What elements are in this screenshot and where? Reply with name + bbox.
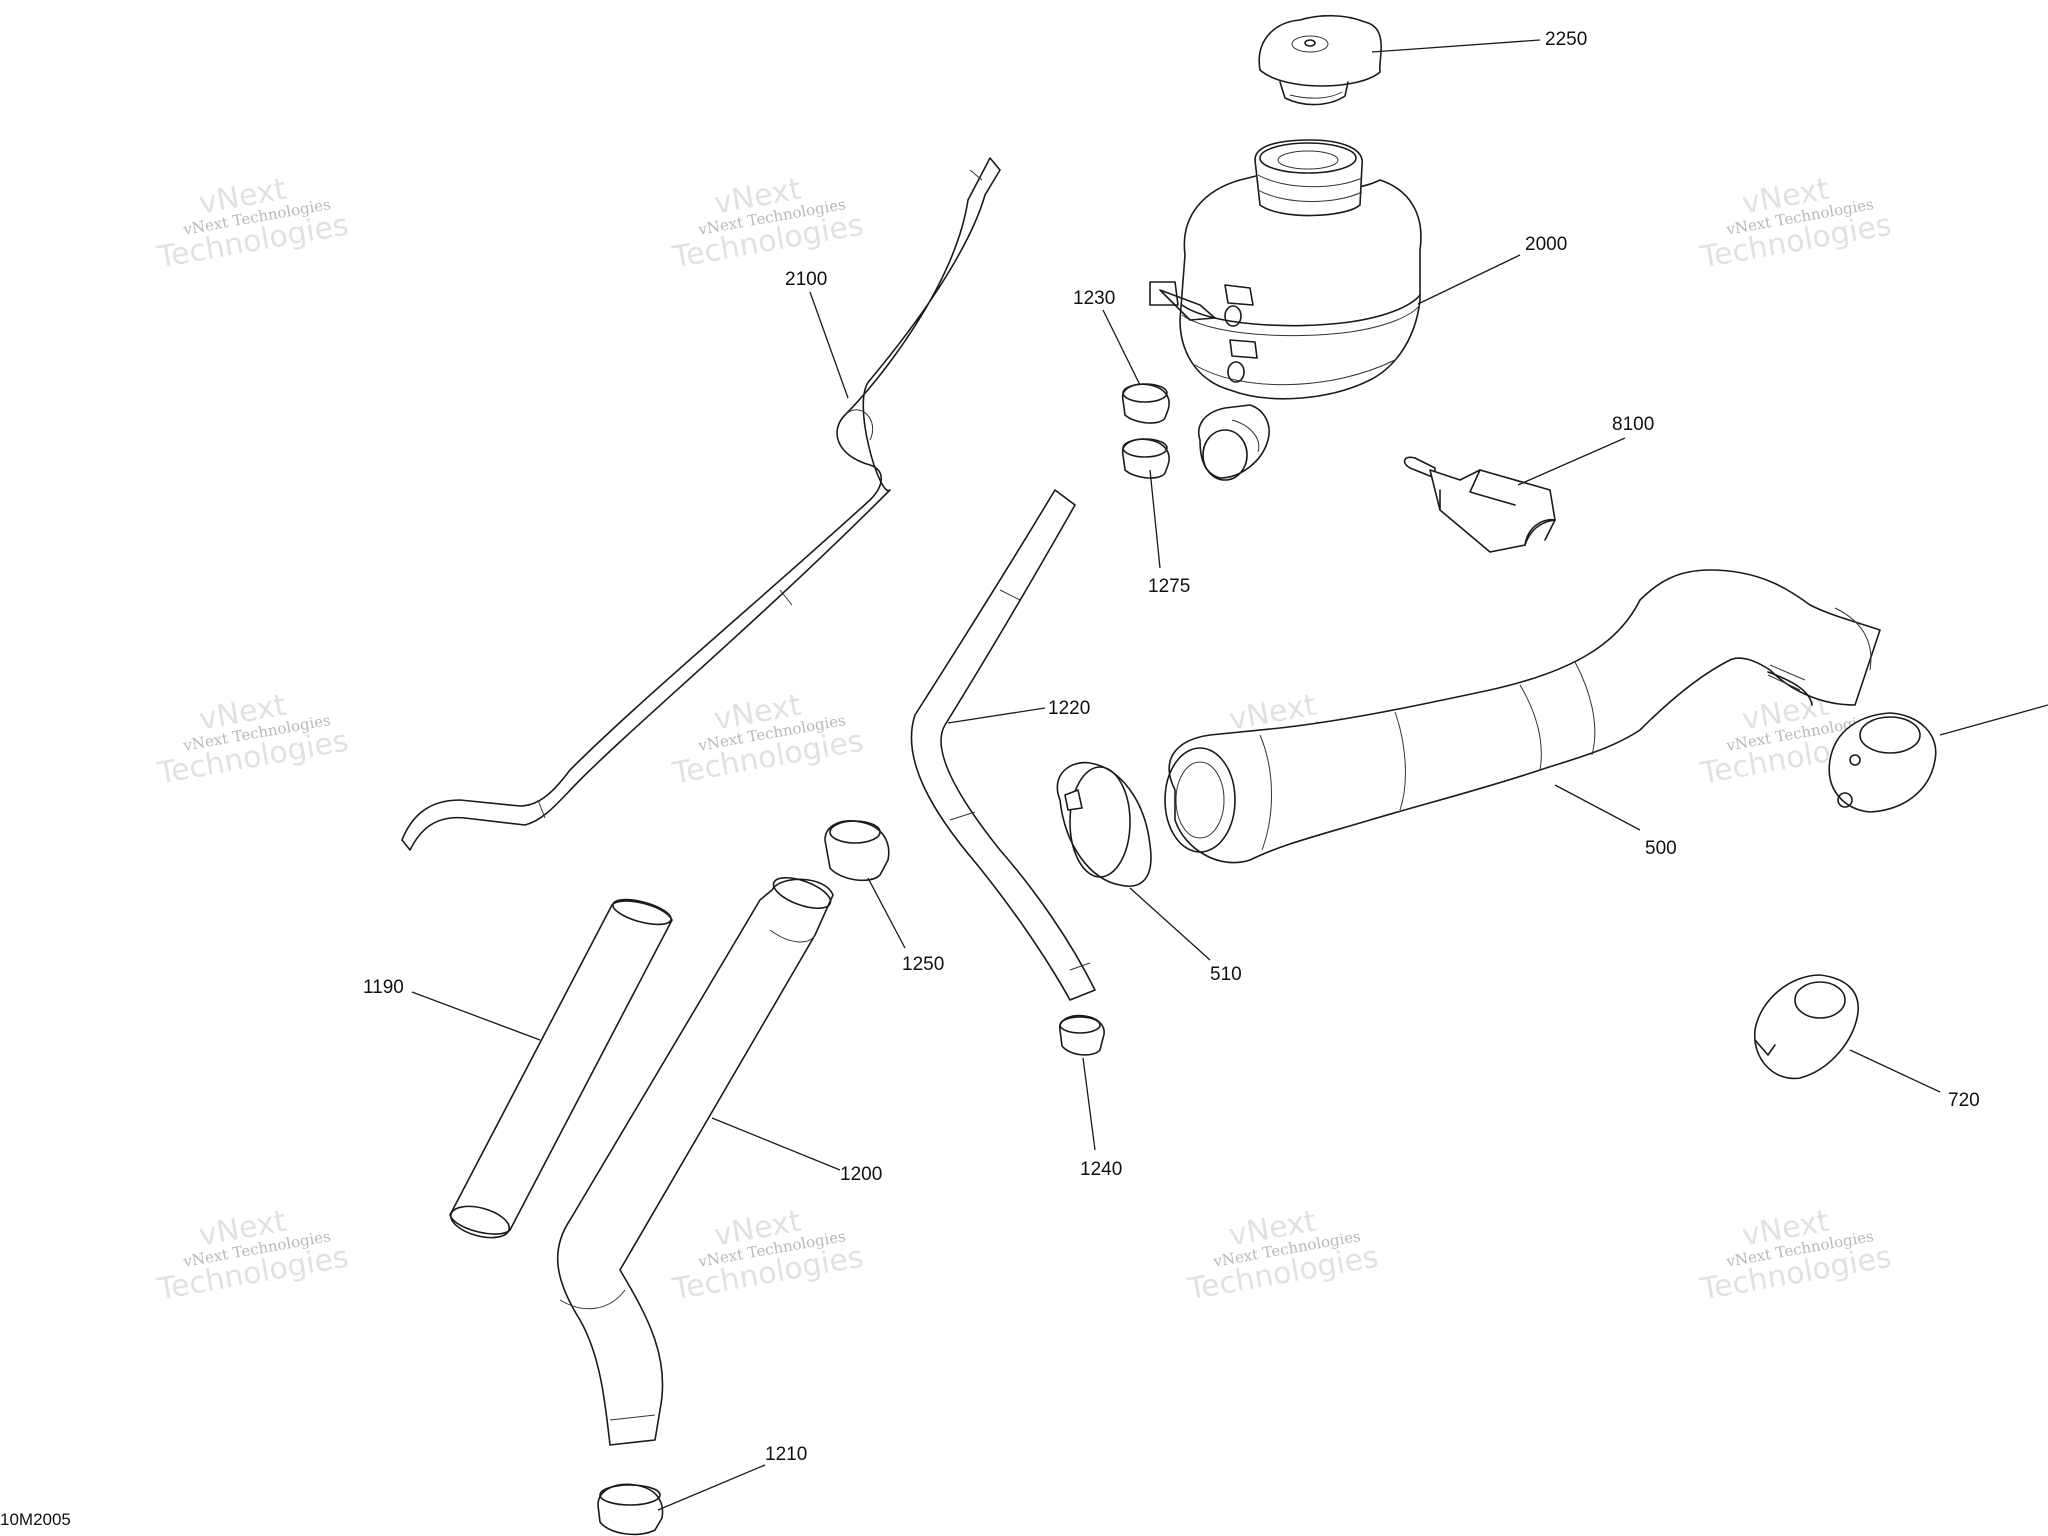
- callout-labels: 2250 2000 2100 1230 1275 8100 1220 500 5…: [363, 29, 1980, 1465]
- callout-1220: 1220: [1048, 698, 1090, 719]
- leader-lines: [411, 39, 2048, 1511]
- part-510-hose-clamp: [1056, 761, 1152, 887]
- part-8100-bracket: [1403, 456, 1556, 553]
- part-720-hose-clamp: [1754, 974, 1859, 1080]
- callout-2000: 2000: [1525, 234, 1567, 255]
- part-1240-hose-clamp: [1059, 1014, 1105, 1056]
- callout-500: 500: [1645, 838, 1677, 859]
- part-1220-coolant-hose: [910, 489, 1096, 1001]
- callout-1275: 1275: [1148, 576, 1190, 597]
- callout-1240: 1240: [1080, 1159, 1122, 1180]
- callout-720: 720: [1948, 1090, 1980, 1111]
- callout-1210: 1210: [765, 1444, 807, 1465]
- part-1230-hose-clamp: [1121, 383, 1170, 424]
- callout-1250: 1250: [902, 954, 944, 975]
- callout-1200: 1200: [840, 1164, 882, 1185]
- part-1190-straight-tube: [449, 898, 673, 1239]
- part-2100-overflow-hose: [401, 157, 1001, 851]
- callout-1190: 1190: [363, 977, 404, 998]
- callout-510: 510: [1210, 964, 1242, 985]
- part-2250-radiator-cap: [1258, 14, 1382, 106]
- callout-8100: 8100: [1612, 414, 1654, 435]
- part-500-end-clamp: [1828, 712, 1937, 813]
- part-1250-hose-clamp: [824, 820, 890, 882]
- callout-2100: 2100: [785, 269, 827, 290]
- callout-1230: 1230: [1073, 288, 1115, 309]
- part-1210-hose-clamp: [597, 1483, 664, 1536]
- part-500-radiator-hose: [1164, 569, 1881, 864]
- part-1200-bent-tube: [556, 876, 834, 1446]
- part-2000-expansion-tank: [1149, 139, 1422, 481]
- callout-2250: 2250: [1545, 29, 1587, 50]
- part-1275-hose-clamp: [1121, 438, 1170, 479]
- diagram-code: 10M2005: [0, 1510, 71, 1529]
